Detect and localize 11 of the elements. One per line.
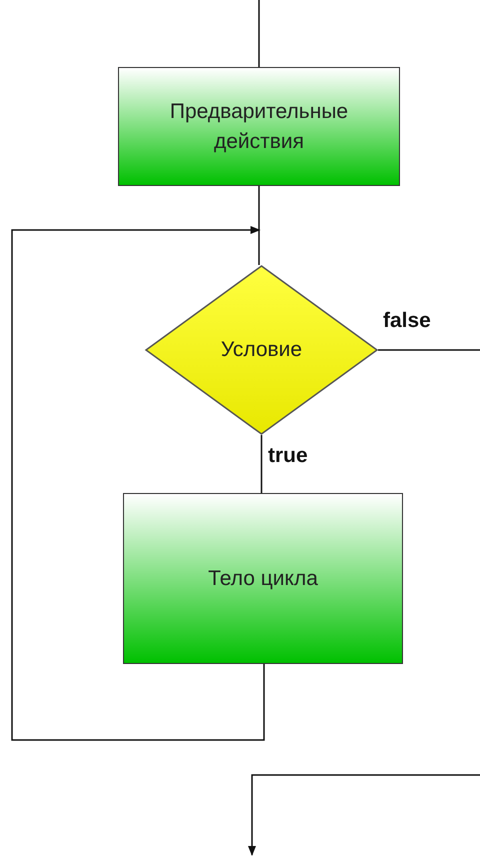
decision-diamond [145, 265, 378, 435]
node-text: Условие [220, 337, 302, 364]
process-box [118, 67, 400, 186]
arrow [11, 226, 265, 741]
connector-line [258, 186, 260, 265]
connector-line [260, 435, 262, 493]
arrow [248, 349, 480, 856]
process-box [123, 493, 403, 664]
node-text: Предварительные действия [168, 99, 350, 154]
node-text: Тело цикла [208, 566, 318, 592]
connector-line [258, 0, 260, 67]
